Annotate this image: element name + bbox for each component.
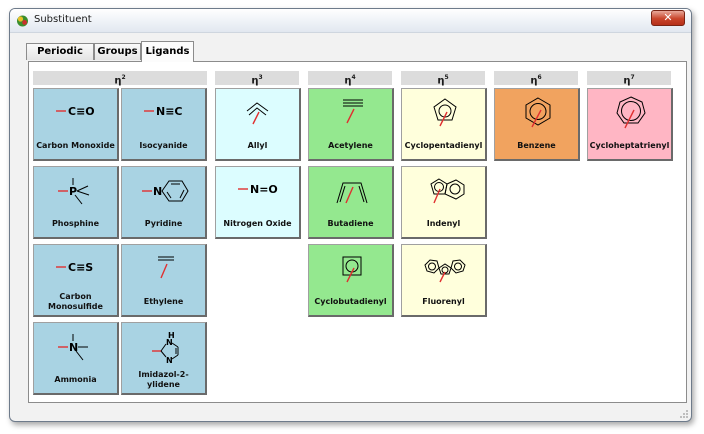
ligand-label: Pyridine (144, 219, 183, 228)
svg-text:N: N (166, 338, 173, 347)
ligand-tile-cyclobutadienyl[interactable]: Cyclobutadienyl (308, 244, 394, 317)
cycloheptatrienyl-structure-icon (616, 96, 646, 129)
column-header-eta6: η6 (494, 71, 578, 86)
svg-text:N: N (166, 356, 173, 365)
ligand-label: Acetylene (328, 141, 373, 150)
ligand-label: Ammonia (54, 375, 97, 384)
carbon-monoxide-structure-icon: C≡O (56, 105, 95, 118)
close-button[interactable]: ✕ (651, 10, 685, 26)
ligand-tile-fluorenyl[interactable]: Fluorenyl (401, 244, 487, 317)
title-bar[interactable]: Substituent ✕ (10, 9, 691, 33)
ligand-label: Carbon Monosulfide (48, 292, 103, 311)
column-header-eta5: η5 (401, 71, 485, 86)
ligand-tile-butadiene[interactable]: Butadiene (308, 166, 394, 239)
resize-grip-icon[interactable] (679, 409, 689, 419)
pyridine-structure-icon: N (142, 180, 189, 202)
ligand-label: Nitrogen Oxide (223, 219, 292, 228)
benzene-structure-icon (525, 97, 551, 128)
ligand-label: Cyclopentadienyl (404, 141, 483, 150)
ligand-label: Benzene (517, 141, 556, 150)
butadiene-structure-icon (336, 182, 368, 204)
isocyanide-structure-icon: N≡C (144, 105, 183, 118)
ligand-label: Cycloheptatrienyl (589, 141, 670, 150)
ligand-tile-pyridine[interactable]: N Pyridine (121, 166, 207, 239)
ligand-tile-imidazol-2-ylidene[interactable]: H N N Imidazol-2-ylidene (121, 322, 207, 395)
ligands-panel: η2 η3 η4 η5 η6 η7 C≡O Carbon Monoxide P … (28, 61, 687, 403)
ligand-tile-ammonia[interactable]: N Ammonia (33, 322, 119, 395)
ligand-tile-phosphine[interactable]: P Phosphine (33, 166, 119, 239)
fluorenyl-structure-icon (424, 259, 466, 283)
svg-text:N: N (153, 185, 162, 198)
ligand-label: Allyl (247, 141, 268, 150)
nitrogen-oxide-structure-icon: N=O (238, 183, 278, 196)
ligand-label: Imidazol-2-ylidene (138, 370, 189, 389)
tab-ligands[interactable]: Ligands (141, 41, 194, 62)
ligand-tile-isocyanide[interactable]: N≡C Isocyanide (121, 88, 207, 161)
ligand-label: Isocyanide (139, 141, 188, 150)
svg-text:P: P (69, 185, 77, 198)
svg-text:N≡C: N≡C (156, 105, 183, 118)
svg-text:H: H (168, 331, 175, 340)
ligand-tile-nitrogen-oxide[interactable]: N=O Nitrogen Oxide (215, 166, 301, 239)
tab-periodic-table[interactable]: Periodic Table (26, 43, 94, 73)
ligand-label: Ethylene (143, 297, 184, 306)
ligand-label: Carbon Monoxide (36, 141, 115, 150)
ligand-label: Cyclobutadienyl (314, 297, 387, 306)
ligand-tile-ethylene[interactable]: Ethylene (121, 244, 207, 317)
column-header-eta2: η2 (33, 71, 207, 86)
ligand-tile-benzene[interactable]: Benzene (494, 88, 580, 161)
ligand-label: Phosphine (51, 219, 100, 228)
phosphine-structure-icon: P (58, 178, 90, 205)
imidazol-2-ylidene-structure-icon: H N N (152, 331, 179, 365)
ligand-tile-allyl[interactable]: Allyl (215, 88, 301, 161)
svg-text:N: N (69, 341, 78, 354)
ligand-tile-acetylene[interactable]: Acetylene (308, 88, 394, 161)
ammonia-structure-icon: N (58, 334, 88, 361)
cyclopentadienyl-structure-icon (433, 98, 457, 127)
ligand-tile-carbon-monosulfide[interactable]: C≡S Carbon Monosulfide (33, 244, 119, 317)
ligand-tile-carbon-monoxide[interactable]: C≡O Carbon Monoxide (33, 88, 119, 161)
svg-text:N=O: N=O (250, 183, 278, 196)
cyclobutadienyl-structure-icon (342, 256, 362, 283)
ethylene-structure-icon (158, 256, 174, 279)
ligand-tile-cyclopentadienyl[interactable]: Cyclopentadienyl (401, 88, 487, 161)
svg-text:C≡O: C≡O (68, 105, 95, 118)
ligand-label: Indenyl (426, 219, 461, 228)
indenyl-structure-icon (430, 178, 465, 204)
carbon-monosulfide-structure-icon: C≡S (56, 261, 93, 274)
window-title: Substituent (34, 14, 92, 25)
column-header-eta4: η4 (308, 71, 392, 86)
allyl-structure-icon (246, 102, 269, 125)
app-icon (17, 15, 28, 27)
ligand-tile-cycloheptatrienyl[interactable]: Cycloheptatrienyl (587, 88, 673, 161)
column-header-eta7: η7 (587, 71, 671, 86)
ligand-label: Fluorenyl (422, 297, 465, 306)
substituent-window: Substituent ✕ Periodic Table Groups Liga… (9, 8, 692, 422)
ligand-label: Butadiene (327, 219, 374, 228)
tab-groups[interactable]: Groups (94, 43, 141, 60)
close-icon: ✕ (663, 11, 673, 24)
acetylene-structure-icon (343, 99, 363, 124)
column-header-eta3: η3 (215, 71, 299, 86)
svg-text:C≡S: C≡S (68, 261, 93, 274)
ligand-tile-indenyl[interactable]: Indenyl (401, 166, 487, 239)
